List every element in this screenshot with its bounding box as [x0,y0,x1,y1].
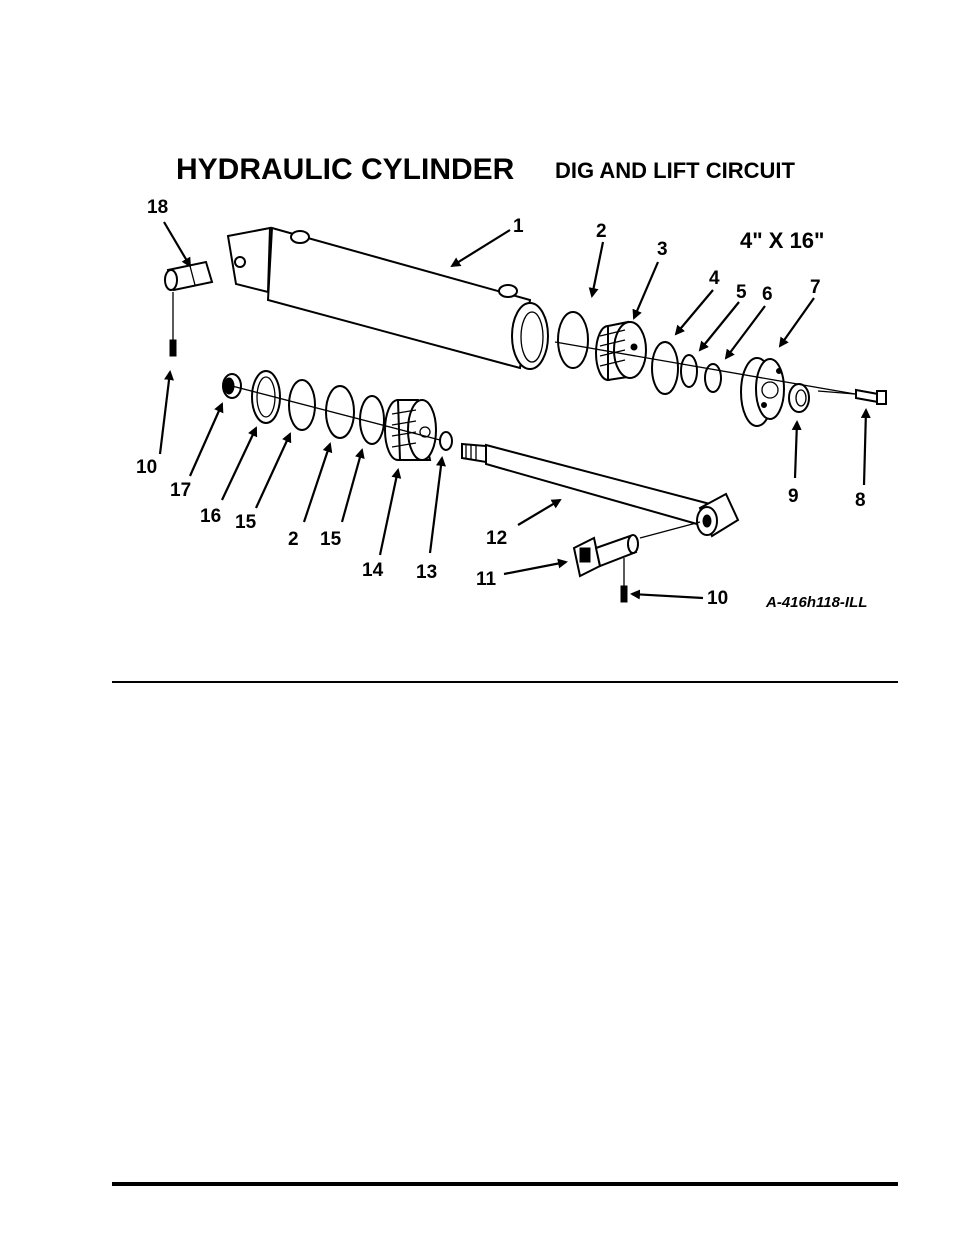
part-11-pin-with-plate [574,535,638,576]
callout-18: 18 [147,197,168,218]
diagram-subtitle: DIG AND LIFT CIRCUIT [555,158,795,183]
cylinder-size-label: 4" X 16" [740,228,824,253]
callout-11: 11 [476,569,497,590]
part-13-o-ring [440,432,452,450]
part-9-wiper [789,384,809,412]
part-10-cotter-pin-top [170,292,176,356]
part-4-o-ring [652,342,678,394]
callout-2-top: 2 [596,221,607,242]
figure-id: A-416h118-ILL [765,594,867,611]
callout-13: 13 [416,562,437,583]
callout-9: 9 [788,486,799,507]
part-5-backup-ring [681,355,697,387]
callout-10-top: 10 [136,457,157,478]
top-divider [112,681,898,683]
bottom-divider [112,1182,898,1186]
part-8-bolt [818,390,886,404]
callout-14: 14 [362,560,384,581]
callout-3: 3 [657,239,668,260]
callout-5: 5 [736,282,747,303]
callout-10-bottom: 10 [707,588,728,609]
callout-1: 1 [513,216,524,237]
callout-7: 7 [810,277,821,298]
callout-8: 8 [855,490,866,511]
callout-6: 6 [762,284,773,305]
diagram-title: HYDRAULIC CYLINDER [176,153,515,186]
callout-15-right: 15 [320,529,342,550]
callout-17: 17 [170,480,191,501]
part-2-seal-ring-top [558,312,588,368]
callout-2-bottom: 2 [288,529,299,550]
part-1-barrel [228,228,548,369]
part-10-cotter-pin-bottom [621,558,627,602]
callout-12: 12 [486,528,507,549]
part-15-seal-ring-left [289,380,315,430]
part-12-rod [462,444,738,536]
callout-4: 4 [709,268,720,289]
part-7-end-cap [741,358,784,426]
callout-15-left: 15 [235,512,257,533]
callout-16: 16 [200,506,221,527]
part-14-piston [385,400,436,460]
part-18-pin [165,262,212,290]
